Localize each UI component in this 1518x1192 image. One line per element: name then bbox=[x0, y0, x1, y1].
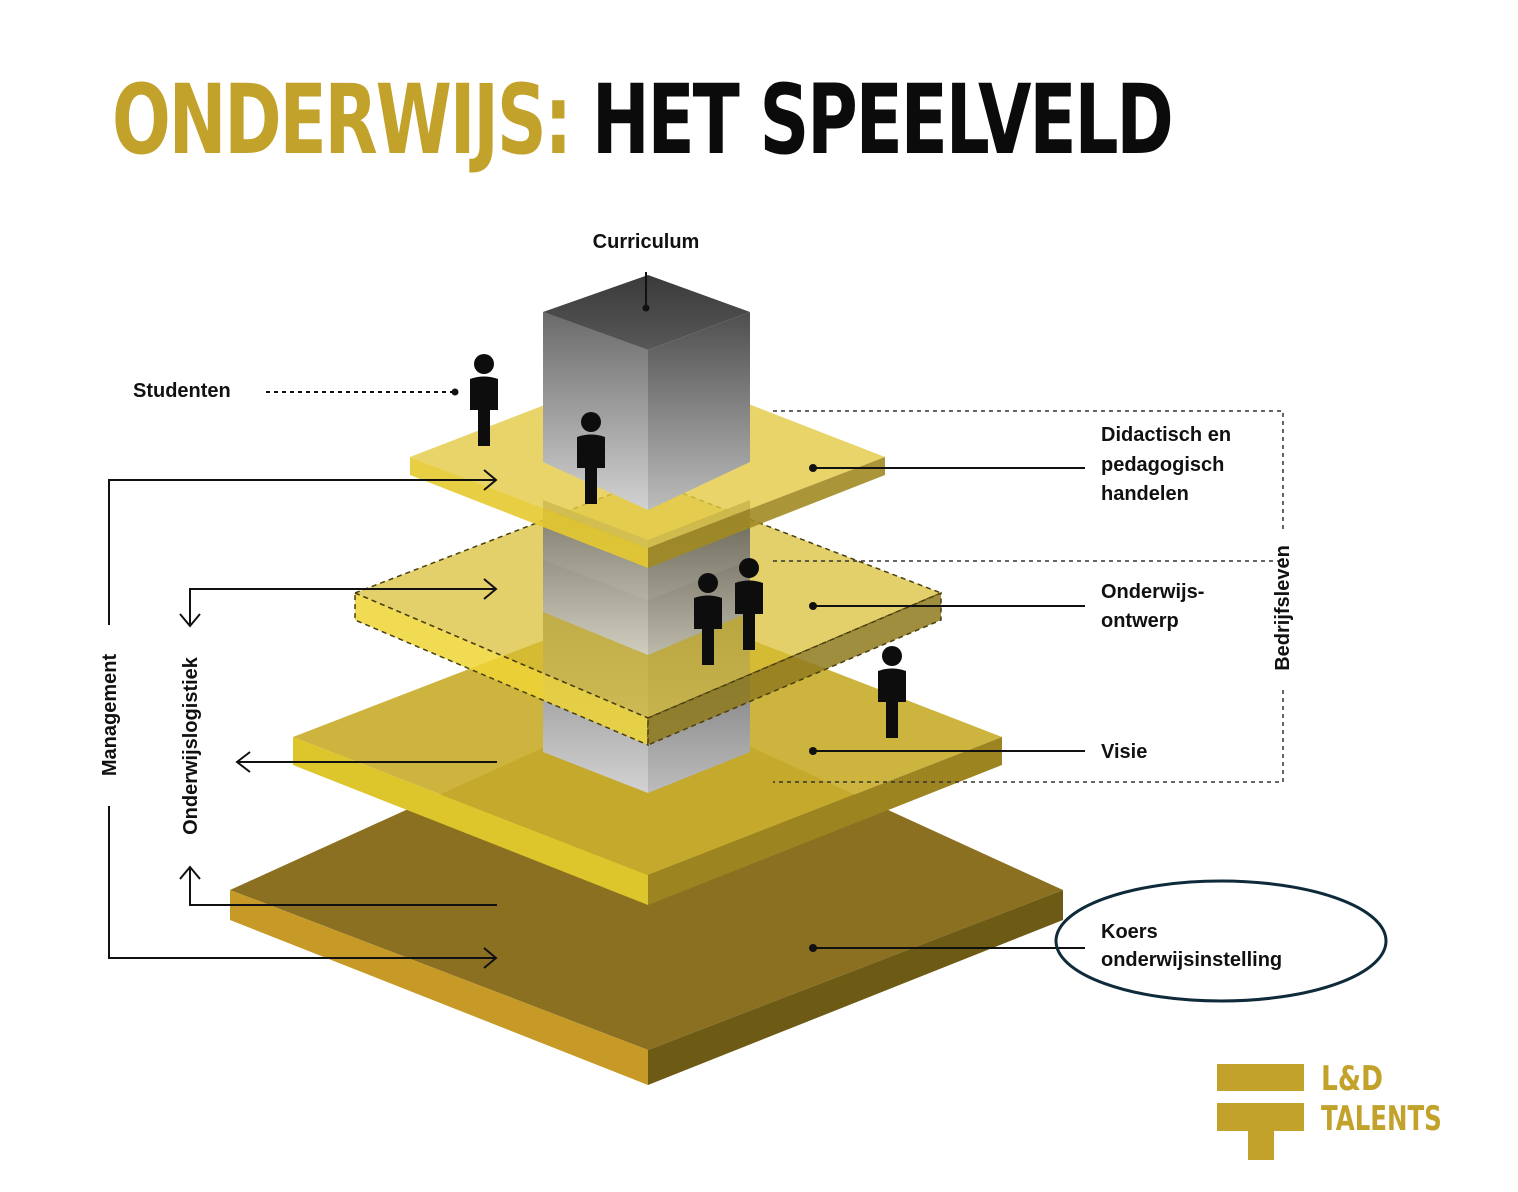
page-title: ONDERWIJS: HET SPEELVELD bbox=[112, 72, 1174, 168]
person-icon bbox=[878, 646, 906, 738]
label-visie: Visie bbox=[1101, 741, 1147, 763]
label-onderwijsontwerp: Onderwijs- ontwerp bbox=[1101, 581, 1210, 632]
label-onderwijslogistiek: Onderwijslogistiek bbox=[180, 656, 202, 835]
arrow-icon bbox=[235, 751, 251, 773]
person-icons bbox=[470, 354, 906, 738]
koers-highlight-ellipse bbox=[1054, 879, 1388, 1003]
person-icon bbox=[694, 573, 722, 665]
person-icon bbox=[577, 412, 605, 504]
curriculum-column-top bbox=[543, 275, 750, 510]
arrow-icon bbox=[483, 578, 498, 600]
studenten-dot bbox=[451, 388, 459, 396]
arrow-icon bbox=[179, 865, 201, 880]
curriculum-dot bbox=[642, 304, 650, 312]
logo-text-ld: L&D bbox=[1321, 1060, 1383, 1099]
management-arrows bbox=[483, 469, 498, 969]
onderwijslogistiek-arrows bbox=[179, 578, 498, 880]
bedrijfsleven-bracket bbox=[773, 410, 1284, 783]
arrow-icon bbox=[483, 947, 498, 969]
right-leaders bbox=[813, 467, 1085, 949]
person-icon bbox=[735, 558, 763, 650]
title-part-speelveld: HET SPEELVELD bbox=[591, 64, 1174, 176]
label-koers: Koers onderwijsinstelling bbox=[1101, 921, 1282, 971]
management-bracket bbox=[108, 479, 495, 959]
onderwijslogistiek-bracket bbox=[189, 588, 497, 906]
right-leader-dots bbox=[809, 464, 817, 952]
label-management: Management bbox=[99, 654, 121, 777]
title-part-onderwijs: ONDERWIJS: bbox=[112, 64, 572, 176]
logo-text-talents: TALENTS bbox=[1321, 1099, 1442, 1138]
arrow-icon bbox=[483, 469, 498, 491]
label-studenten: Studenten bbox=[133, 380, 231, 402]
label-didactisch: Didactisch en pedagogisch handelen bbox=[1101, 424, 1237, 505]
label-bedrijfsleven: Bedrijfsleven bbox=[1272, 545, 1294, 671]
logo-mark bbox=[1217, 1064, 1304, 1160]
label-curriculum: Curriculum bbox=[593, 231, 700, 253]
ld-talents-logo: L&D TALENTS bbox=[1217, 1060, 1442, 1160]
person-icon bbox=[470, 354, 498, 446]
arrow-icon bbox=[179, 613, 201, 628]
